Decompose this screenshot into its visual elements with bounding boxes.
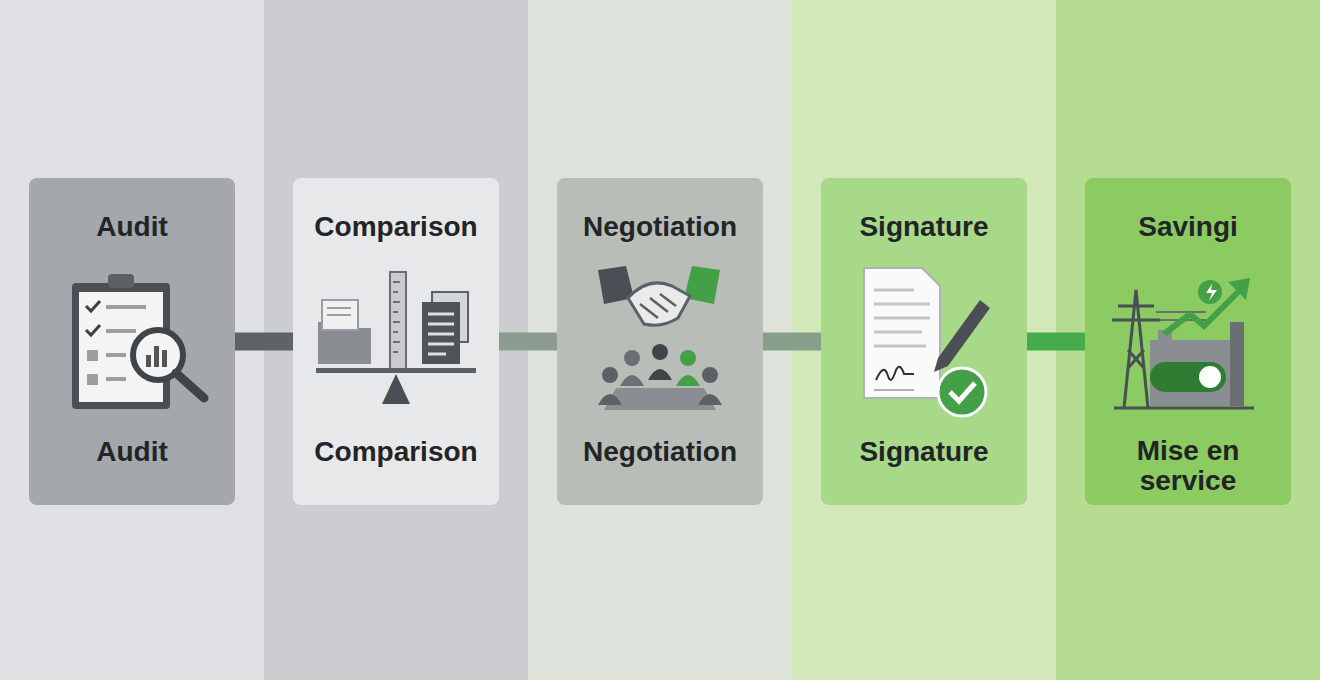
comparison-step: ComparisonComparison — [293, 178, 499, 505]
signature-step: SignatureSignature — [821, 178, 1027, 505]
step-caption: Mise en service — [1085, 436, 1291, 495]
connector-bar — [499, 341, 557, 342]
step-caption: Negotiation — [557, 437, 763, 466]
connector-bar — [1027, 341, 1085, 342]
step-title: Comparison — [293, 212, 499, 241]
step-title: Audit — [29, 212, 235, 241]
negotiation-step: NegotiationNegotiation — [557, 178, 763, 505]
step-title: Negotiation — [557, 212, 763, 241]
balance-icon — [316, 272, 476, 404]
signature-icon — [864, 268, 990, 416]
step-title: Savingi — [1085, 212, 1291, 241]
power-plant-icon — [1112, 278, 1254, 408]
connector-bar — [763, 341, 821, 342]
savings-step: SavingiMise en service — [1085, 178, 1291, 505]
step-title: Signature — [821, 212, 1027, 241]
step-caption: Audit — [29, 437, 235, 466]
audit-step: AuditAudit — [29, 178, 235, 505]
step-caption: Signature — [821, 437, 1027, 466]
handshake-icon — [598, 266, 722, 410]
connector-bar — [235, 341, 293, 342]
step-caption: Comparison — [293, 437, 499, 466]
clipboard-icon — [72, 274, 204, 409]
